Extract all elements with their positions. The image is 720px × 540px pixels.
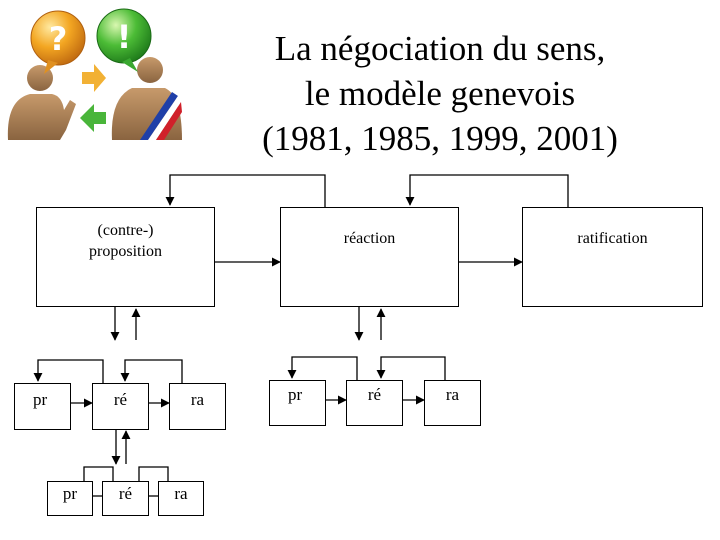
question-bubble-icon: ? [30, 10, 86, 74]
bottom-re-label: ré [118, 484, 133, 503]
slide-title: La négociation du sens, le modèle genevo… [225, 26, 655, 161]
bottom-pr-box: pr [47, 481, 93, 516]
mid-ra-box: ra [424, 380, 481, 426]
bottom-ra-box: ra [158, 481, 204, 516]
exchange-arrows-icon [80, 64, 106, 132]
left-re-box: ré [92, 383, 149, 430]
left-pr-label: pr [33, 390, 48, 409]
mid-pr-label: pr [288, 385, 303, 404]
title-line-3: (1981, 1985, 1999, 2001) [262, 119, 618, 158]
title-line-2: le modèle genevois [304, 74, 576, 113]
negotiation-logo: ? ! [7, 8, 182, 140]
left-pr-box: pr [14, 383, 71, 430]
mid-re-box: ré [346, 380, 403, 426]
left-re-label: ré [113, 390, 128, 409]
left-sub-feedback-ra-to-re [120, 359, 183, 383]
left-ra-box: ra [169, 383, 226, 430]
ratification-box: ratification [522, 207, 703, 307]
feedback-arrow-reaction-to-proposition [165, 174, 326, 207]
mid-ra-label: ra [445, 385, 460, 404]
reaction-box: réaction [280, 207, 459, 307]
reaction-label: réaction [343, 230, 396, 247]
mid-sub-feedback-ra-to-re [376, 356, 446, 380]
bottom-ra-label: ra [174, 484, 188, 503]
exclamation-mark: ! [117, 18, 132, 56]
title-line-1: La négociation du sens, [274, 29, 606, 68]
exclamation-bubble-icon: ! [96, 8, 152, 72]
left-sub-feedback-re-to-pr [33, 359, 104, 383]
proposition-label: (contre-) proposition [89, 222, 162, 260]
mid-sub-feedback-re-to-pr [287, 356, 358, 380]
question-mark: ? [49, 20, 68, 58]
bottom-sub-feedback-ra-to-re [138, 466, 169, 481]
bottom-pr-label: pr [62, 484, 78, 503]
proposition-box: (contre-) proposition [36, 207, 215, 307]
feedback-arrow-ratification-to-reaction [405, 174, 569, 207]
mid-pr-box: pr [269, 380, 326, 426]
ratification-label: ratification [577, 230, 648, 247]
bottom-sub-feedback-re-to-pr [83, 466, 114, 481]
bottom-re-box: ré [102, 481, 149, 516]
left-ra-label: ra [190, 390, 205, 409]
right-person-icon [111, 57, 182, 140]
mid-re-label: ré [367, 385, 382, 404]
